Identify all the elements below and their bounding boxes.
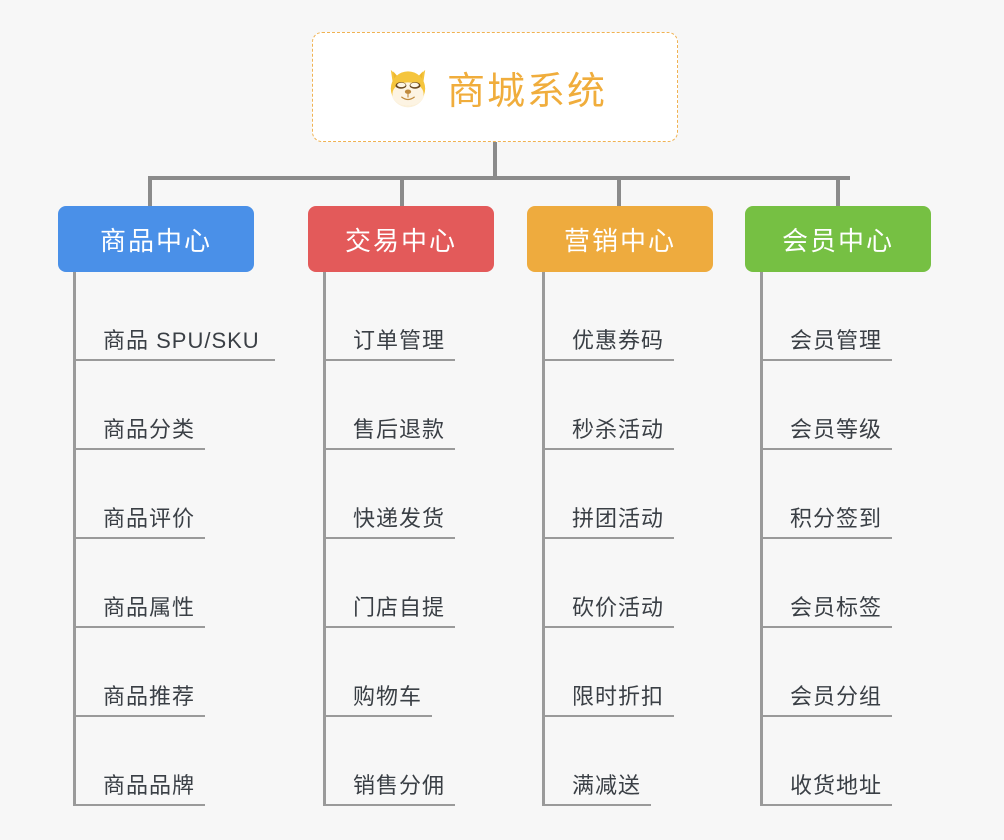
item-label: 商品推荐 [73, 679, 206, 717]
item-label: 收货地址 [760, 768, 893, 806]
item-label: 拼团活动 [542, 501, 675, 539]
list-item[interactable]: 会员等级 [760, 361, 931, 450]
item-label: 满减送 [542, 768, 652, 806]
list-item[interactable]: 积分签到 [760, 450, 931, 539]
item-label: 积分签到 [760, 501, 893, 539]
item-label: 优惠券码 [542, 323, 675, 361]
list-item[interactable]: 拼团活动 [542, 450, 713, 539]
item-list-product-center: 商品 SPU/SKU 商品分类 商品评价 商品属性 商品推荐 商品品牌 [73, 272, 275, 806]
column-marketing-center: 营销中心 优惠券码 秒杀活动 拼团活动 砍价活动 限时折扣 满减送 [527, 206, 713, 806]
column-product-center: 商品中心 商品 SPU/SKU 商品分类 商品评价 商品属性 商品推荐 商品品牌 [58, 206, 275, 806]
list-item[interactable]: 订单管理 [323, 272, 494, 361]
connector-drop-3 [617, 178, 621, 208]
list-item[interactable]: 商品品牌 [73, 717, 254, 806]
list-item[interactable]: 会员标签 [760, 539, 931, 628]
item-label: 秒杀活动 [542, 412, 675, 450]
shiba-dog-face-icon [383, 62, 433, 112]
root-title: 商城系统 [446, 70, 607, 113]
list-item[interactable]: 砍价活动 [542, 539, 713, 628]
item-label: 砍价活动 [542, 590, 675, 628]
category-label: 交易中心 [344, 225, 457, 256]
category-box-member-center[interactable]: 会员中心 [745, 206, 931, 272]
list-item[interactable]: 满减送 [542, 717, 713, 806]
connector-bus [148, 176, 850, 180]
list-item[interactable]: 商品评价 [73, 450, 254, 539]
item-label: 商品 SPU/SKU [73, 323, 275, 361]
item-label: 商品评价 [73, 501, 206, 539]
category-label: 会员中心 [781, 225, 894, 256]
item-label: 会员标签 [760, 590, 893, 628]
list-item[interactable]: 售后退款 [323, 361, 494, 450]
list-item[interactable]: 限时折扣 [542, 628, 713, 717]
root-node-mall-system[interactable]: 商城系统 [312, 32, 678, 142]
list-item[interactable]: 门店自提 [323, 539, 494, 628]
list-item[interactable]: 收货地址 [760, 717, 931, 806]
item-list-trade-center: 订单管理 售后退款 快递发货 门店自提 购物车 销售分佣 [323, 272, 494, 806]
item-label: 购物车 [323, 679, 433, 717]
item-label: 门店自提 [323, 590, 456, 628]
category-label: 商品中心 [99, 225, 212, 256]
item-list-member-center: 会员管理 会员等级 积分签到 会员标签 会员分组 收货地址 [760, 272, 931, 806]
column-member-center: 会员中心 会员管理 会员等级 积分签到 会员标签 会员分组 收货地址 [745, 206, 931, 806]
item-label: 订单管理 [323, 323, 456, 361]
list-item[interactable]: 优惠券码 [542, 272, 713, 361]
item-label: 商品品牌 [73, 768, 206, 806]
list-item[interactable]: 商品分类 [73, 361, 254, 450]
list-item[interactable]: 商品属性 [73, 539, 254, 628]
connector-drop-1 [148, 178, 152, 208]
connector-drop-4 [836, 178, 840, 208]
item-label: 销售分佣 [323, 768, 456, 806]
item-label: 限时折扣 [542, 679, 675, 717]
item-list-marketing-center: 优惠券码 秒杀活动 拼团活动 砍价活动 限时折扣 满减送 [542, 272, 713, 806]
category-box-product-center[interactable]: 商品中心 [58, 206, 254, 272]
list-item[interactable]: 商品 SPU/SKU [73, 272, 275, 361]
list-item[interactable]: 商品推荐 [73, 628, 254, 717]
item-label: 会员管理 [760, 323, 893, 361]
category-box-marketing-center[interactable]: 营销中心 [527, 206, 713, 272]
connector-stem [493, 142, 497, 178]
item-label: 商品属性 [73, 590, 206, 628]
item-label: 售后退款 [323, 412, 456, 450]
item-label: 会员分组 [760, 679, 893, 717]
list-item[interactable]: 秒杀活动 [542, 361, 713, 450]
item-label: 会员等级 [760, 412, 893, 450]
category-box-trade-center[interactable]: 交易中心 [308, 206, 494, 272]
list-item[interactable]: 会员分组 [760, 628, 931, 717]
item-label: 快递发货 [323, 501, 456, 539]
list-item[interactable]: 快递发货 [323, 450, 494, 539]
column-trade-center: 交易中心 订单管理 售后退款 快递发货 门店自提 购物车 销售分佣 [308, 206, 494, 806]
list-item[interactable]: 会员管理 [760, 272, 931, 361]
category-label: 营销中心 [563, 225, 676, 256]
list-item[interactable]: 销售分佣 [323, 717, 494, 806]
connector-drop-2 [400, 178, 404, 208]
item-label: 商品分类 [73, 412, 206, 450]
list-item[interactable]: 购物车 [323, 628, 494, 717]
